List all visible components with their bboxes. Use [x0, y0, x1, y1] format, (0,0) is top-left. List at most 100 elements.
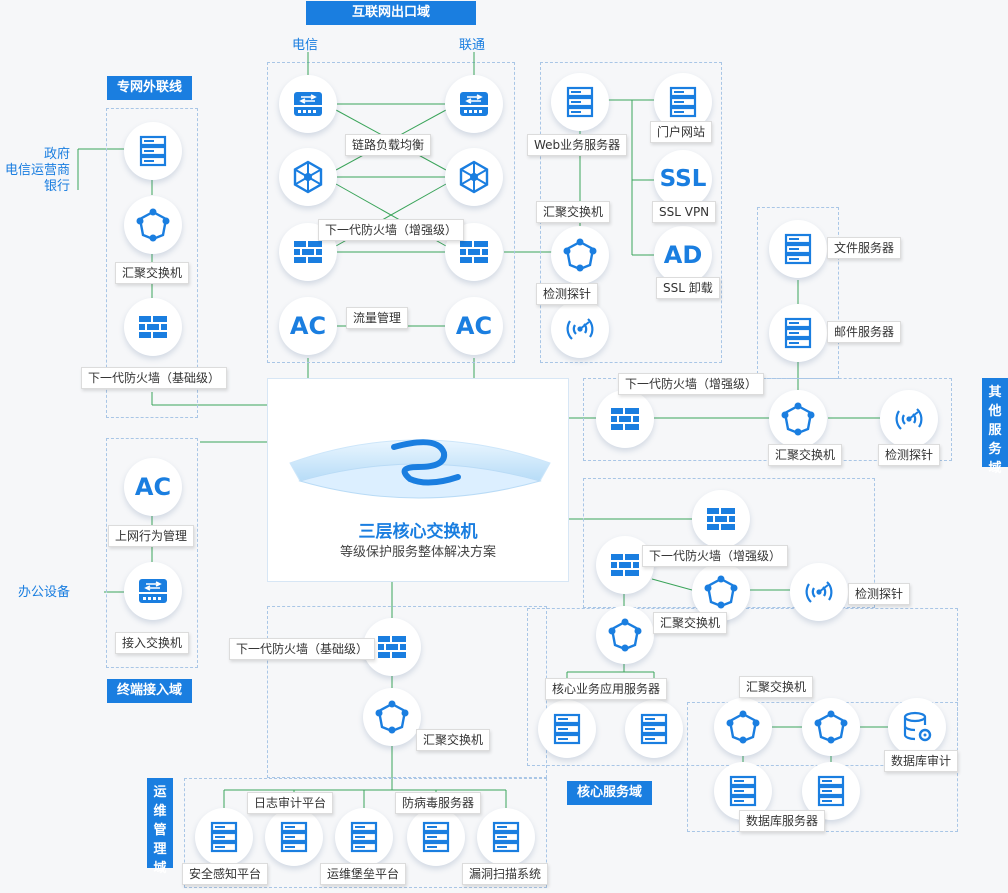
- zone-other-services-text: 其他服务域: [988, 385, 1002, 476]
- isp-telecom: 电信: [292, 38, 319, 53]
- label-db-server: 数据库服务器: [739, 810, 826, 832]
- ops-server-antivirus[interactable]: [407, 808, 465, 866]
- server-icon: [784, 233, 812, 265]
- label-bastion: 运维堡垒平台: [320, 863, 407, 885]
- label-portal-site: 门户网站: [650, 121, 713, 143]
- agg-switch-other-node[interactable]: [769, 390, 827, 448]
- agg-switch-core-node-a[interactable]: [692, 563, 750, 621]
- zone-terminal-access-tag: 终端接入域: [107, 679, 193, 703]
- server-icon: [784, 317, 812, 349]
- core-app-server-b[interactable]: [625, 700, 683, 758]
- isp-unicom: 联通: [459, 38, 486, 53]
- ops-server-bastion[interactable]: [335, 808, 393, 866]
- private-line-server-node[interactable]: [124, 122, 182, 180]
- load-balancer-right[interactable]: [445, 148, 503, 206]
- firewall-icon: [707, 508, 735, 530]
- ad-icon: AD: [663, 241, 703, 269]
- db-switch-left[interactable]: [714, 698, 772, 756]
- label-access-switch: 接入交换机: [115, 632, 190, 654]
- label-log-audit: 日志审计平台: [247, 792, 334, 814]
- zone-terminal-frame: [106, 438, 198, 668]
- private-line-firewall-node[interactable]: [124, 298, 182, 356]
- label-probe-core: 检测探针: [848, 583, 911, 605]
- private-line-switch-node[interactable]: [124, 196, 182, 254]
- zone-private-line-frame: [106, 108, 198, 418]
- ssl-offload-node[interactable]: AD: [654, 226, 712, 284]
- office-devices: 办公设备: [17, 585, 70, 600]
- label-antivirus: 防病毒服务器: [395, 792, 482, 814]
- mail-server-node[interactable]: [769, 304, 827, 362]
- ngfw-other-node[interactable]: [596, 390, 654, 448]
- firewall-icon: [611, 554, 639, 576]
- server-icon: [350, 821, 378, 853]
- db-switch-right[interactable]: [802, 698, 860, 756]
- web-server-node[interactable]: [551, 73, 609, 131]
- agg-switch-web-node[interactable]: [551, 226, 609, 284]
- radar-probe-icon: [566, 318, 594, 340]
- server-icon: [553, 713, 581, 745]
- zone-servers-frame: [757, 207, 839, 379]
- label-file-server: 文件服务器: [827, 237, 902, 259]
- switch-icon: [814, 710, 848, 744]
- agg-switch-core-node-b[interactable]: [596, 606, 654, 664]
- router-icon: [139, 579, 167, 603]
- ac-icon: AC: [455, 312, 493, 340]
- file-server-node[interactable]: [769, 220, 827, 278]
- zone-ops-tag: 运维管理域: [147, 778, 173, 876]
- ngfw-internet-left[interactable]: [279, 223, 337, 281]
- radar-probe-icon: [895, 408, 923, 430]
- ssl-icon: SSL: [659, 166, 707, 192]
- server-icon: [210, 821, 238, 853]
- label-agg-switch-ops: 汇聚交换机: [416, 729, 491, 751]
- label-traffic-mgmt: 流量管理: [346, 307, 409, 329]
- probe-other-node[interactable]: [880, 390, 938, 448]
- hexagon-network-icon: [293, 160, 323, 194]
- agg-switch-ops-node[interactable]: [363, 688, 421, 746]
- label-behavior-mgmt: 上网行为管理: [108, 525, 195, 547]
- hexagon-network-icon: [459, 160, 489, 194]
- label-agg-switch-core: 汇聚交换机: [653, 612, 728, 634]
- label-agg-switch-web: 汇聚交换机: [536, 201, 611, 223]
- switch-icon: [608, 618, 642, 652]
- ngfw-core-node-a[interactable]: [692, 490, 750, 548]
- external-party-bank: 银行: [43, 179, 70, 194]
- router-icon: [460, 92, 488, 116]
- database-gear-icon: [903, 711, 932, 742]
- router-unicom[interactable]: [445, 75, 503, 133]
- label-probe-web: 检测探针: [536, 283, 599, 305]
- server-icon: [729, 775, 757, 807]
- traffic-ac-left[interactable]: AC: [279, 297, 337, 355]
- isp-connectors: [307, 52, 475, 75]
- router-telecom[interactable]: [279, 75, 337, 133]
- label-vuln-scan: 漏洞扫描系统: [462, 863, 549, 885]
- core-switch-subtitle: 等级保护服务整体解决方案: [339, 545, 496, 560]
- probe-web-node[interactable]: [551, 300, 609, 358]
- label-probe-other: 检测探针: [878, 444, 941, 466]
- ops-server-log[interactable]: [265, 808, 323, 866]
- label-ssl-offload: SSL 卸载: [656, 277, 720, 299]
- label-ssl-vpn: SSL VPN: [652, 201, 717, 223]
- core-switch-title: 三层核心交换机: [358, 522, 478, 542]
- firewall-icon: [378, 636, 406, 658]
- ops-server-situation[interactable]: [195, 808, 253, 866]
- load-balancer-left[interactable]: [279, 148, 337, 206]
- traffic-ac-right[interactable]: AC: [445, 297, 503, 355]
- ops-server-vuln[interactable]: [477, 808, 535, 866]
- label-agg-switch-other: 汇聚交换机: [768, 444, 843, 466]
- label-ngfw-core: 下一代防火墙（增强级）: [642, 545, 789, 567]
- zone-ops-bottom-frame: [184, 778, 547, 888]
- label-db-audit: 数据库审计: [884, 750, 959, 772]
- external-party-telecom: 电信运营商: [4, 163, 70, 178]
- zone-core-services-tag: 核心服务域: [567, 781, 653, 805]
- switch-icon: [563, 238, 597, 272]
- ssl-vpn-node[interactable]: SSL: [654, 150, 712, 208]
- db-audit-node[interactable]: [888, 698, 946, 756]
- behavior-mgmt-node[interactable]: AC: [124, 458, 182, 516]
- ac-icon: AC: [289, 312, 327, 340]
- server-icon: [139, 135, 167, 167]
- probe-core-node[interactable]: [790, 563, 848, 621]
- access-switch-node[interactable]: [124, 562, 182, 620]
- label-agg-switch-private: 汇聚交换机: [115, 262, 190, 284]
- core-app-server-a[interactable]: [538, 700, 596, 758]
